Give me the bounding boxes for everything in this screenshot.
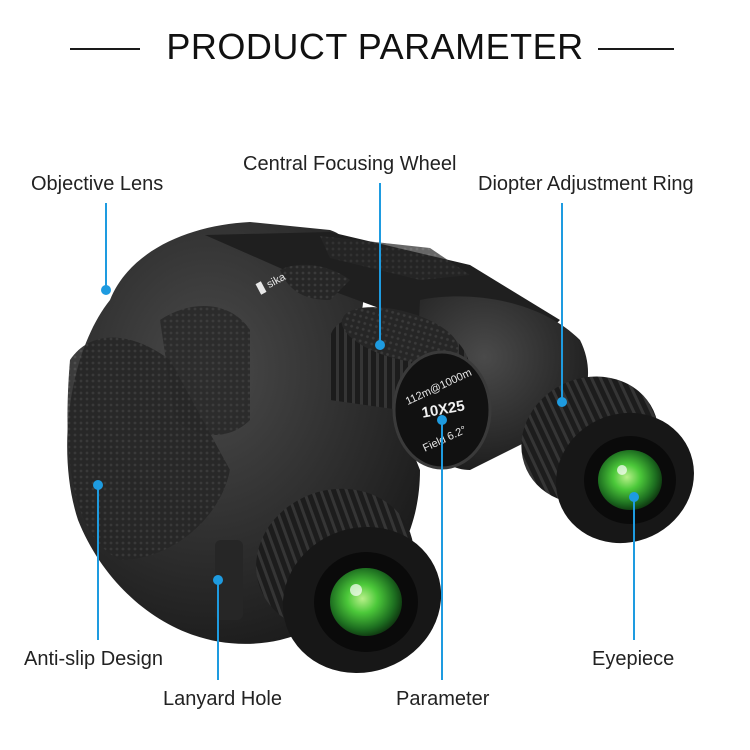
left-lens: [330, 568, 402, 636]
label-eyepiece: Eyepiece: [592, 648, 675, 670]
title-bar: PRODUCT PARAMETER: [0, 22, 750, 76]
callout-lines: [97, 183, 635, 680]
page-title: PRODUCT PARAMETER: [166, 26, 584, 67]
label-parameter: Parameter: [396, 688, 490, 710]
left-eyepiece: [256, 488, 442, 673]
callout-parameter-dot: [437, 415, 447, 425]
callout-lanyard-dot: [213, 575, 223, 585]
label-objective-lens: Objective Lens: [31, 173, 164, 195]
lanyard-tab: [215, 540, 243, 620]
right-eyepiece: [521, 376, 694, 544]
callout-eyepiece-dot: [629, 492, 639, 502]
title-right-rule: [598, 48, 674, 50]
callout-diopter-dot: [557, 397, 567, 407]
callout-dots: [93, 285, 639, 585]
title-left-rule: [70, 48, 140, 50]
callout-objective-dot: [101, 285, 111, 295]
label-diopter-adjustment-ring: Diopter Adjustment Ring: [478, 173, 694, 195]
label-lanyard-hole: Lanyard Hole: [163, 688, 282, 710]
callout-antislip-dot: [93, 480, 103, 490]
focus-wheel: 112m@1000m 10X25 Field 6.2°: [330, 307, 492, 470]
right-lens: [598, 450, 662, 510]
label-central-focusing-wheel: Central Focusing Wheel: [243, 153, 457, 175]
callout-focus-dot: [375, 340, 385, 350]
label-anti-slip-design: Anti-slip Design: [24, 648, 163, 670]
